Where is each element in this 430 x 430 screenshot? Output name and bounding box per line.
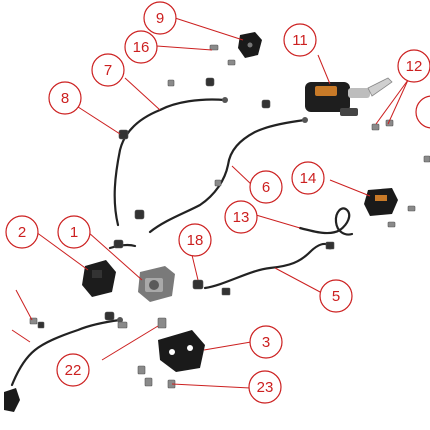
clip-icon (134, 209, 145, 220)
brake-line-22 (10, 318, 122, 387)
callout-number: 13 (233, 209, 250, 226)
clip-icon (261, 99, 271, 109)
clip-icon (118, 129, 129, 140)
callout-number: 2 (18, 224, 26, 241)
bolt-icon (407, 205, 416, 212)
clip-icon (113, 239, 124, 249)
bolt-icon (209, 44, 219, 51)
callout-number: 5 (332, 288, 340, 305)
leader-lines (11, 17, 409, 389)
callout-22: 22 (56, 353, 90, 387)
bolt-icon (214, 179, 222, 187)
abs-unit-part-1 (138, 266, 175, 302)
callout-bubble (124, 30, 158, 64)
callout-bubble (249, 170, 283, 204)
clip-icon (104, 311, 115, 321)
bolt-icon (144, 377, 153, 387)
clip-icon (205, 77, 215, 87)
master-cylinder-part (305, 77, 393, 116)
brake-line-6 (148, 118, 307, 234)
callout-number: 18 (187, 232, 204, 249)
callout-11: 11 (283, 23, 317, 57)
callout-6: 6 (249, 170, 283, 204)
callout-number: 22 (65, 362, 82, 379)
callout-number: 14 (300, 170, 317, 187)
brake-hose-5 (203, 242, 332, 290)
callout-number: 12 (406, 58, 423, 75)
callout-number: 3 (262, 334, 270, 351)
clip-icon (192, 279, 204, 290)
callout-bubble (57, 215, 91, 249)
callout-number: 6 (262, 179, 270, 196)
callout-18: 18 (178, 223, 212, 257)
clip-icon (325, 241, 335, 250)
brake-line-13 (298, 207, 354, 236)
callout-bubble (143, 1, 177, 35)
callout-5: 5 (319, 279, 353, 313)
callout-number: 9 (156, 10, 164, 27)
callout-12: 12 (397, 49, 430, 83)
caliper-part-14 (364, 188, 398, 216)
callout-2: 2 (5, 215, 39, 249)
control-module-part-2 (82, 260, 116, 297)
callout-1: 1 (57, 215, 91, 249)
callout-bubble (319, 279, 353, 313)
callout-13: 13 (224, 200, 258, 234)
brake-line-7 (113, 98, 227, 227)
callout-bubble (249, 325, 283, 359)
callout-8: 8 (48, 81, 82, 115)
bolt-icon (117, 321, 128, 329)
callout-bubble-partial (415, 95, 430, 129)
callout-3: 3 (249, 325, 283, 359)
callout-bubble (224, 200, 258, 234)
bracket-part-9 (238, 32, 262, 58)
bolt-icon (371, 123, 380, 131)
sensor-part (4, 388, 20, 412)
callout-16: 16 (124, 30, 158, 64)
callout-bubble (248, 370, 282, 404)
bolt-icon (167, 79, 175, 87)
callout-bubble (283, 23, 317, 57)
callout-bubble (291, 161, 325, 195)
clip-icon (221, 287, 231, 296)
fitting-icon (302, 117, 308, 123)
fitting-icon (222, 97, 228, 103)
callout-bubble (56, 353, 90, 387)
callout-23: 23 (248, 370, 282, 404)
callout-7: 7 (91, 53, 125, 87)
callout-bubble (178, 223, 212, 257)
callout-bubble (397, 49, 430, 83)
callout-number: 16 (133, 39, 150, 56)
mounting-bracket-part-3 (158, 330, 205, 372)
callout-number: 8 (61, 90, 69, 107)
bolt-icon (387, 221, 396, 228)
bolt-icon (137, 365, 146, 375)
clip-icon (37, 321, 45, 329)
bolt-icon (423, 155, 430, 163)
callout-number: 11 (292, 32, 308, 49)
callout-bubble (91, 53, 125, 87)
bolt-icon (157, 317, 167, 329)
callout-number: 23 (257, 379, 274, 396)
callout-number: 1 (70, 224, 78, 241)
callout-9: 9 (143, 1, 177, 35)
callout-number: 7 (104, 62, 112, 79)
bolt-icon (227, 59, 236, 66)
callout-bubble (5, 215, 39, 249)
fitting-icon (117, 317, 123, 323)
brake-line-small (108, 243, 137, 250)
callout-14: 14 (291, 161, 325, 195)
callout-bubble (48, 81, 82, 115)
